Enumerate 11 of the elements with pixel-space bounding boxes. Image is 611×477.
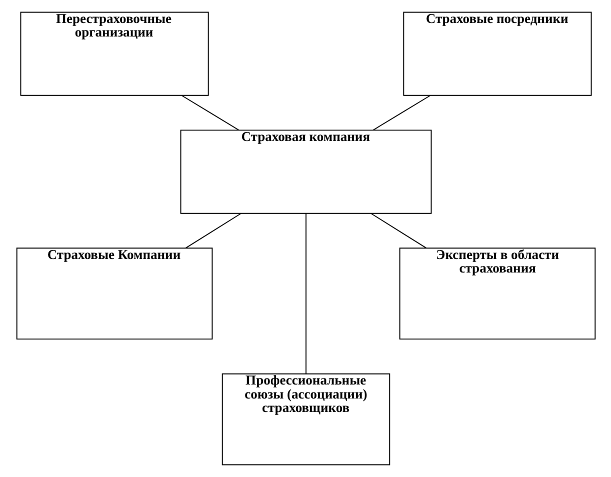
connector [305,213,306,374]
node-box: Эксперты в области страхования [398,248,596,340]
node-box: Страховые посредники [402,12,592,96]
node-box: Страховые Компании [16,248,212,340]
connector [370,213,426,249]
connector [372,95,430,131]
node-box: Страховая компания [180,130,432,214]
connector [180,95,239,131]
node-box: Профессиональные союзы (ассоциации) страховщиков [221,373,390,466]
node-box: Перестраховочные организации [20,12,208,96]
connector [184,213,241,249]
